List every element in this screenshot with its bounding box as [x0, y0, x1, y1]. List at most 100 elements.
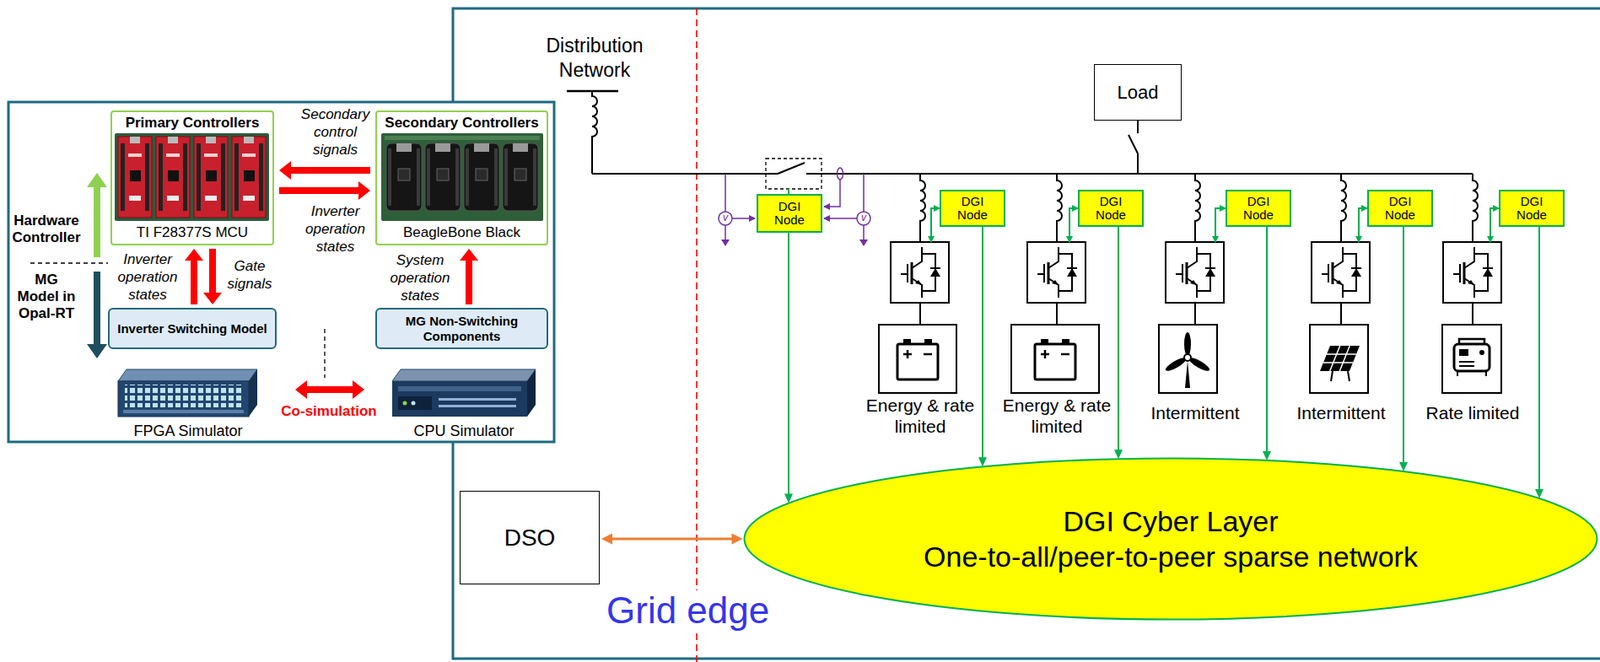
- measurement-wires: [718, 211, 733, 226]
- measurement-wires: [837, 167, 844, 180]
- cpu-simulator-icon: [438, 404, 517, 408]
- power-network: [1128, 120, 1138, 174]
- connector-arrow: [184, 248, 204, 305]
- edge-label: Co-simulation: [276, 403, 382, 421]
- secondary-controller-photo: [381, 133, 544, 221]
- layer-title: DGI Cyber Layer: [1062, 503, 1278, 540]
- cpu-simulator-icon: [527, 369, 536, 417]
- fpga-simulator-icon: [248, 369, 258, 417]
- node-text: Load: [1117, 81, 1159, 104]
- generator-icon: [1457, 361, 1487, 377]
- grid-label: Distribution Network: [522, 33, 667, 83]
- dgi-node-box: DGI Node: [756, 193, 823, 233]
- connector-arrow: [978, 226, 987, 467]
- node-text: DGI Node: [1089, 194, 1132, 222]
- cyber-layer-ellipse: DGI Cyber LayerOne-to-all/peer-to-peer s…: [743, 457, 1599, 621]
- converter-symbols: [1027, 242, 1086, 303]
- converter-symbols: [1165, 242, 1224, 303]
- power-network: [920, 302, 1473, 325]
- node-text: FPGA Simulator: [107, 422, 269, 441]
- measurement-wires: [724, 173, 727, 240]
- edge-label: System operation states: [384, 251, 456, 305]
- node-text: CPU Simulator: [383, 422, 545, 441]
- layer-arrows: [86, 271, 108, 359]
- wind-turbine-icon: [1184, 354, 1191, 361]
- power-network: [592, 162, 1473, 174]
- secondary-controller-photo: [502, 143, 539, 211]
- cpu-simulator-icon: [398, 396, 432, 410]
- simulator-node: FPGA Simulator: [107, 355, 291, 441]
- node-text: DGI Node: [1237, 194, 1280, 222]
- control-links: [931, 208, 940, 243]
- source-label: Energy & rate limited: [856, 394, 984, 437]
- cpu-simulator-icon: [398, 386, 522, 392]
- microgrid-panel: [452, 8, 1600, 659]
- cpu-simulator-icon: [438, 398, 517, 401]
- dgi-node-box: DGI Node: [1077, 189, 1144, 227]
- box-title: Secondary Controllers: [384, 114, 539, 132]
- control-links: [1358, 208, 1368, 243]
- cpu-simulator-icon: [392, 369, 536, 417]
- cpu-simulator-icon: [403, 401, 408, 406]
- controller-box: Secondary ControllersBeagleBone Black: [375, 110, 549, 246]
- power-network: [878, 324, 957, 394]
- layer-arrows: [86, 172, 108, 258]
- source-label: Intermittent: [1286, 402, 1396, 424]
- layer-label: Hardware Controller: [10, 212, 83, 247]
- model-box: Inverter Switching Model: [107, 307, 277, 350]
- layer-arrows: [323, 328, 325, 378]
- solar-panel-icon: [1319, 345, 1360, 382]
- primary-controller-photo: [114, 133, 270, 221]
- secondary-controller-photo: [425, 143, 461, 211]
- battery-icons: [897, 339, 938, 380]
- voltage-symbol: v: [718, 212, 733, 223]
- edge-label: Inverter operation states: [110, 250, 185, 304]
- primary-controller-photo: [231, 136, 266, 218]
- converter-symbols: [1311, 242, 1370, 303]
- cpu-simulator-icon: [411, 401, 416, 406]
- generator-icon: [1459, 349, 1469, 356]
- power-network: [566, 91, 1502, 394]
- primary-controller-photo: [118, 136, 152, 218]
- node-text: DSO: [504, 524, 556, 552]
- solar-panel-icon: [1319, 345, 1360, 372]
- power-network: [592, 91, 598, 174]
- cpu-simulator-icon: [392, 381, 528, 417]
- connector-arrow: [279, 161, 371, 180]
- fpga-simulator-icon: [118, 369, 258, 417]
- connector-arrow: [295, 380, 365, 399]
- power-network: [1472, 173, 1478, 243]
- fpga-simulator-icon: [124, 384, 243, 408]
- node-text: Inverter Switching Model: [117, 321, 268, 336]
- control-links: [1490, 208, 1499, 243]
- primary-controller-photo: [156, 136, 190, 218]
- box-title: Primary Controllers: [125, 114, 260, 132]
- solar-panel-icon: [1323, 345, 1357, 372]
- generator-icon: [1479, 350, 1485, 356]
- layer-arrows: [30, 172, 325, 378]
- measurement-wires: [824, 179, 841, 207]
- generator-icon: [1454, 339, 1490, 377]
- measurement-wires: [862, 173, 865, 240]
- control-links: [1069, 208, 1078, 243]
- measurement-wires: [718, 167, 871, 247]
- simulator-node: CPU Simulator: [368, 355, 546, 441]
- dso-box: DSO: [459, 490, 600, 585]
- secondary-controller-photo: [386, 143, 422, 211]
- connector-arrow: [784, 232, 793, 504]
- node-text: DGI Node: [768, 199, 811, 227]
- layer-label: MG Model in Opal-RT: [15, 271, 78, 323]
- battery-icons: [1034, 339, 1076, 380]
- wind-turbine-icon: [1163, 332, 1212, 388]
- wind-turbine-icon: [1184, 332, 1191, 356]
- power-network: [765, 158, 822, 189]
- power-network: [1056, 173, 1062, 243]
- secondary-controller-photo: [463, 143, 500, 211]
- node-text: DGI Node: [1379, 194, 1422, 222]
- connector-arrow: [459, 248, 479, 305]
- power-network: [1195, 173, 1201, 243]
- wind-turbine-icon: [1185, 360, 1191, 388]
- source-label: Intermittent: [1140, 402, 1250, 424]
- control-links: [1215, 208, 1226, 243]
